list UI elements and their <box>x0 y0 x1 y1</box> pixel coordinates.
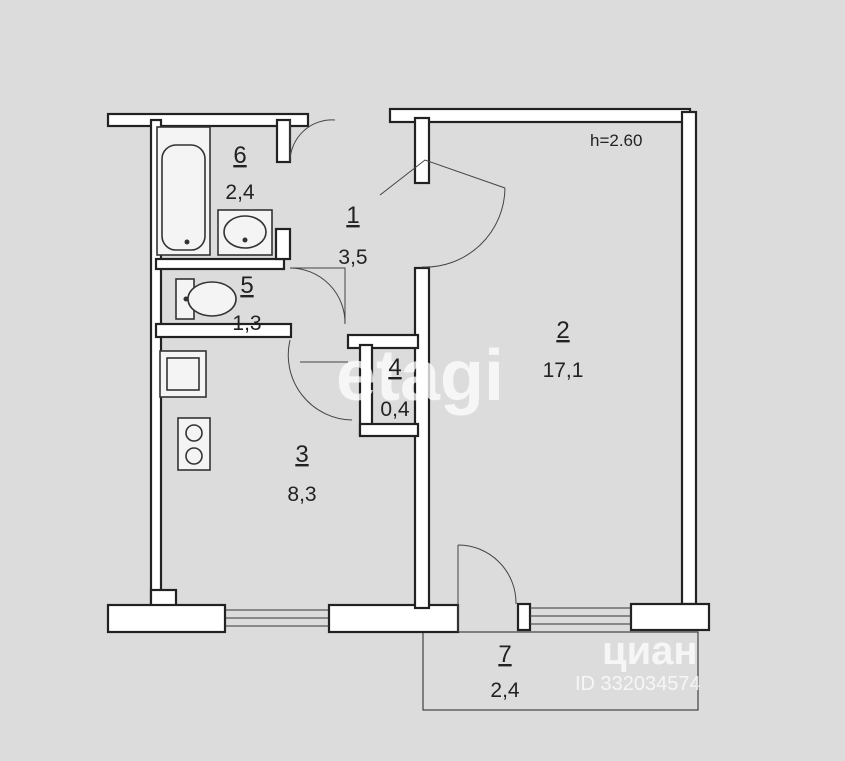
svg-text:8,3: 8,3 <box>287 483 316 506</box>
svg-text:3,5: 3,5 <box>338 246 367 269</box>
kitchen-sink-icon <box>159 350 207 398</box>
window-kitchen <box>225 609 329 627</box>
balcony-outline <box>422 631 699 711</box>
svg-text:1: 1 <box>346 202 359 229</box>
svg-text:2: 2 <box>556 317 569 344</box>
svg-text:3: 3 <box>295 441 308 468</box>
svg-text:2,4: 2,4 <box>225 181 255 204</box>
watermark-brand: циан <box>602 629 698 673</box>
stove-icon <box>177 417 211 471</box>
svg-text:0,4: 0,4 <box>380 398 410 421</box>
bathtub-icon <box>156 126 211 256</box>
svg-text:6: 6 <box>233 142 246 169</box>
watermark-listing-id: ID 332034574 <box>575 673 701 695</box>
room-5-label: 5 1,3 <box>232 272 261 335</box>
svg-text:4: 4 <box>388 354 401 381</box>
sink-icon <box>217 209 273 256</box>
room-4-label: 4 0,4 <box>380 354 410 421</box>
room-7-label: 7 2,4 <box>490 641 520 702</box>
room-3-label: 3 8,3 <box>287 441 316 506</box>
watermark-etagi: etagi <box>336 336 504 416</box>
room-2-label: 2 17,1 <box>543 317 584 382</box>
svg-text:17,1: 17,1 <box>543 359 584 382</box>
door-swings <box>287 119 517 632</box>
window-room <box>530 607 631 625</box>
svg-text:5: 5 <box>240 272 253 299</box>
room-1-label: 1 3,5 <box>338 202 367 269</box>
room-6-label: 6 2,4 <box>225 142 255 204</box>
ceiling-height-label: h=2.60 <box>590 131 642 150</box>
svg-text:2,4: 2,4 <box>490 679 520 702</box>
svg-text:7: 7 <box>498 641 511 668</box>
toilet-icon <box>175 278 237 320</box>
svg-text:1,3: 1,3 <box>232 312 261 335</box>
